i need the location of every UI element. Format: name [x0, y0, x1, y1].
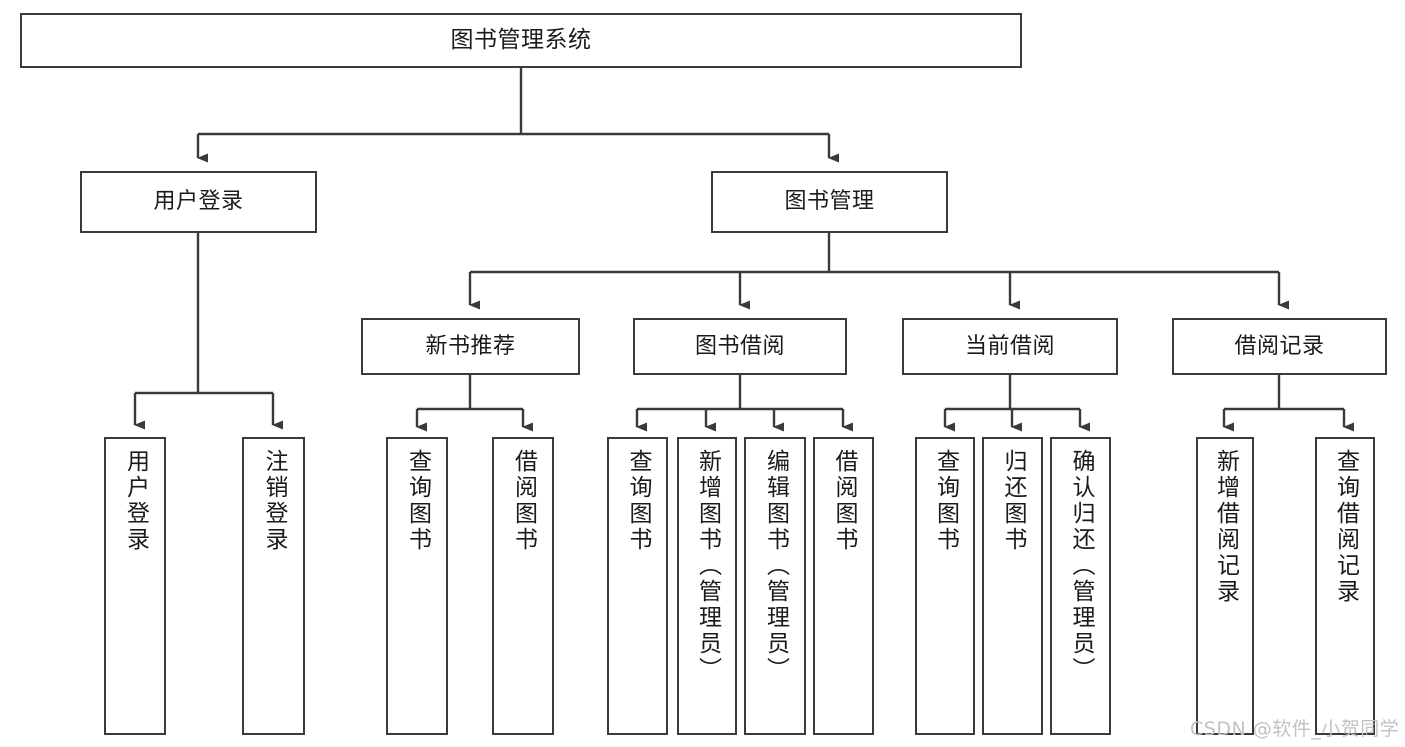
leaf-query-book[interactable]: 查询图书	[607, 437, 668, 735]
node-label: 新增图书（管理员）	[694, 449, 721, 683]
node-label: 当前借阅	[964, 333, 1055, 359]
node-label: 查询图书	[625, 449, 651, 553]
node-label: 借阅图书	[510, 449, 537, 553]
node-label: 图书管理	[784, 189, 875, 215]
node-user-login[interactable]: 用户登录	[80, 171, 317, 233]
csdn-watermark: CSDN @软件_小贺同学	[1190, 718, 1400, 740]
node-current-borrow[interactable]: 当前借阅	[902, 318, 1118, 375]
leaf-add-book-admin[interactable]: 新增图书（管理员）	[677, 437, 737, 735]
node-label: 查询借阅记录	[1332, 449, 1359, 605]
leaf-query-book-current[interactable]: 查询图书	[915, 437, 975, 735]
node-label: 查询图书	[932, 449, 959, 553]
leaf-add-borrow-record[interactable]: 新增借阅记录	[1196, 437, 1254, 735]
node-label: 用户登录	[122, 449, 149, 553]
node-label: 新增借阅记录	[1212, 449, 1239, 605]
node-label: 新书推荐	[425, 333, 516, 359]
node-book-borrow[interactable]: 图书借阅	[633, 318, 847, 375]
leaf-query-borrow-record[interactable]: 查询借阅记录	[1315, 437, 1375, 735]
node-new-book-recommend[interactable]: 新书推荐	[361, 318, 580, 375]
node-label: 图书管理系统	[450, 26, 592, 53]
node-label: 查询图书	[404, 449, 431, 553]
leaf-user-login[interactable]: 用户登录	[104, 437, 166, 735]
node-label: 用户登录	[153, 189, 244, 215]
node-root-system[interactable]: 图书管理系统	[20, 13, 1022, 68]
leaf-edit-book-admin[interactable]: 编辑图书（管理员）	[744, 437, 806, 735]
leaf-return-book[interactable]: 归还图书	[982, 437, 1043, 735]
node-borrow-records[interactable]: 借阅记录	[1172, 318, 1387, 375]
node-label: 编辑图书（管理员）	[762, 449, 789, 683]
node-label: 借阅记录	[1234, 333, 1325, 359]
node-book-management[interactable]: 图书管理	[711, 171, 948, 233]
leaf-borrow-book-recommend[interactable]: 借阅图书	[492, 437, 554, 735]
node-label: 图书借阅	[694, 333, 785, 359]
leaf-confirm-return-admin[interactable]: 确认归还（管理员）	[1050, 437, 1111, 735]
leaf-query-book-recommend[interactable]: 查询图书	[386, 437, 448, 735]
leaf-borrow-book[interactable]: 借阅图书	[813, 437, 874, 735]
node-label: 归还图书	[1000, 449, 1026, 553]
node-label: 确认归还（管理员）	[1068, 449, 1094, 683]
node-label: 借阅图书	[831, 449, 857, 553]
leaf-logout[interactable]: 注销登录	[242, 437, 305, 735]
node-label: 注销登录	[261, 449, 287, 553]
